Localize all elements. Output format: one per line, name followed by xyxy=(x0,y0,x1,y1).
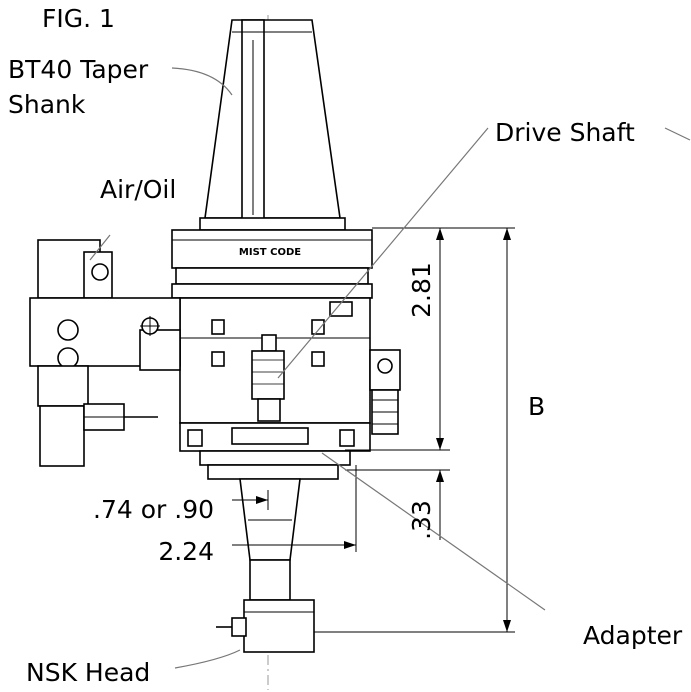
dim-0-33: .33 xyxy=(407,500,436,540)
adapter-extension xyxy=(239,478,301,601)
brand-mark: MIST CODE xyxy=(239,247,301,258)
dim-074-090: .74 or .90 xyxy=(93,495,214,524)
adapter-label: Adapter xyxy=(583,621,683,650)
dim-2-81: 2.81 xyxy=(407,262,436,318)
right-fitting xyxy=(369,349,401,435)
nsk-head-label: NSK Head xyxy=(26,658,150,687)
air-oil-label: Air/Oil xyxy=(100,175,176,204)
main-body xyxy=(179,297,371,424)
nsk-head xyxy=(216,599,315,653)
taper-label-line2: Shank xyxy=(8,90,86,119)
leader-lines xyxy=(89,67,691,669)
dim-2-24: 2.24 xyxy=(158,537,214,566)
lower-flange xyxy=(179,422,371,480)
taper-shank xyxy=(199,19,346,231)
taper-label-line1: BT40 Taper xyxy=(8,55,149,84)
drive-shaft-label: Drive Shaft xyxy=(495,118,635,147)
dimension-lines xyxy=(232,227,515,633)
air-oil-unit xyxy=(29,239,181,467)
figure-label: FIG. 1 xyxy=(42,4,115,33)
flange-collar: MIST CODE xyxy=(171,229,373,299)
dim-b: B xyxy=(528,392,545,421)
